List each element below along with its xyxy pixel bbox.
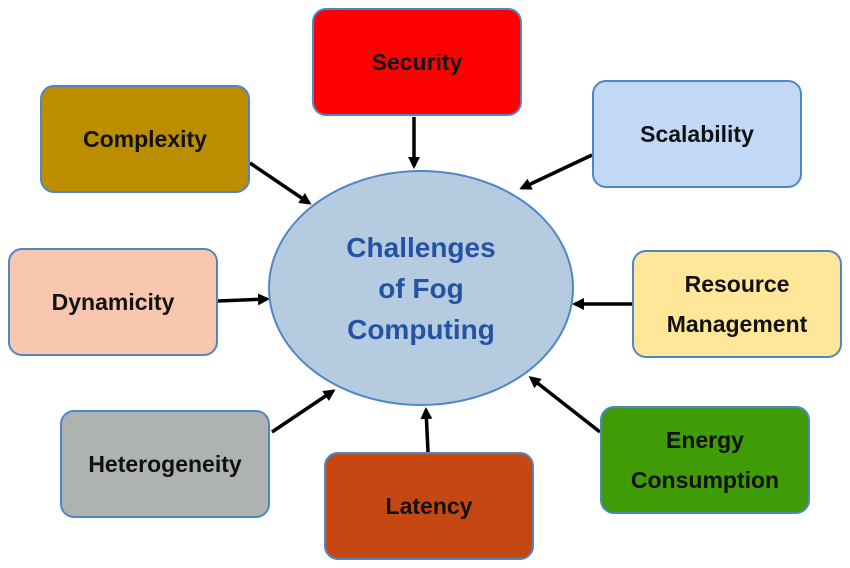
arrow-heterogeneity — [271, 389, 336, 434]
node-security-label: Security — [371, 49, 463, 75]
arrow-energy-consumption — [528, 376, 602, 434]
node-scalability-label: Scalability — [640, 121, 754, 147]
central-challenge-ellipse: Challenges of Fog Computing — [268, 170, 574, 406]
node-latency: Latency — [324, 452, 534, 560]
node-complexity: Complexity — [40, 85, 250, 193]
central-title: Challenges of Fog Computing — [346, 227, 495, 350]
node-resource-management: Resource Management — [632, 250, 842, 358]
node-scalability: Scalability — [592, 80, 802, 188]
arrow-complexity — [249, 161, 312, 205]
node-energy-consumption-line-1: Energy — [666, 427, 744, 453]
node-resource-management-label: Resource Management — [667, 264, 808, 344]
node-security: Security — [312, 8, 522, 116]
node-heterogeneity: Heterogeneity — [60, 410, 270, 518]
central-title-line-3: Computing — [347, 313, 495, 345]
node-resource-management-line-1: Resource — [684, 271, 790, 297]
arrow-dynamicity — [217, 293, 270, 306]
node-dynamicity-label: Dynamicity — [51, 289, 175, 315]
arrow-scalability — [519, 153, 593, 190]
node-resource-management-line-2: Management — [666, 311, 808, 337]
node-latency-label: Latency — [385, 493, 473, 519]
arrow-latency — [420, 407, 433, 453]
node-heterogeneity-label: Heterogeneity — [88, 451, 242, 477]
node-energy-consumption-label: Energy Consumption — [631, 420, 779, 500]
node-complexity-label: Complexity — [83, 126, 207, 152]
central-title-line-2: of Fog — [378, 272, 464, 304]
node-energy-consumption: Energy Consumption — [600, 406, 810, 514]
node-dynamicity: Dynamicity — [8, 248, 218, 356]
central-title-line-1: Challenges — [346, 231, 496, 263]
node-energy-consumption-line-2: Consumption — [630, 467, 780, 493]
